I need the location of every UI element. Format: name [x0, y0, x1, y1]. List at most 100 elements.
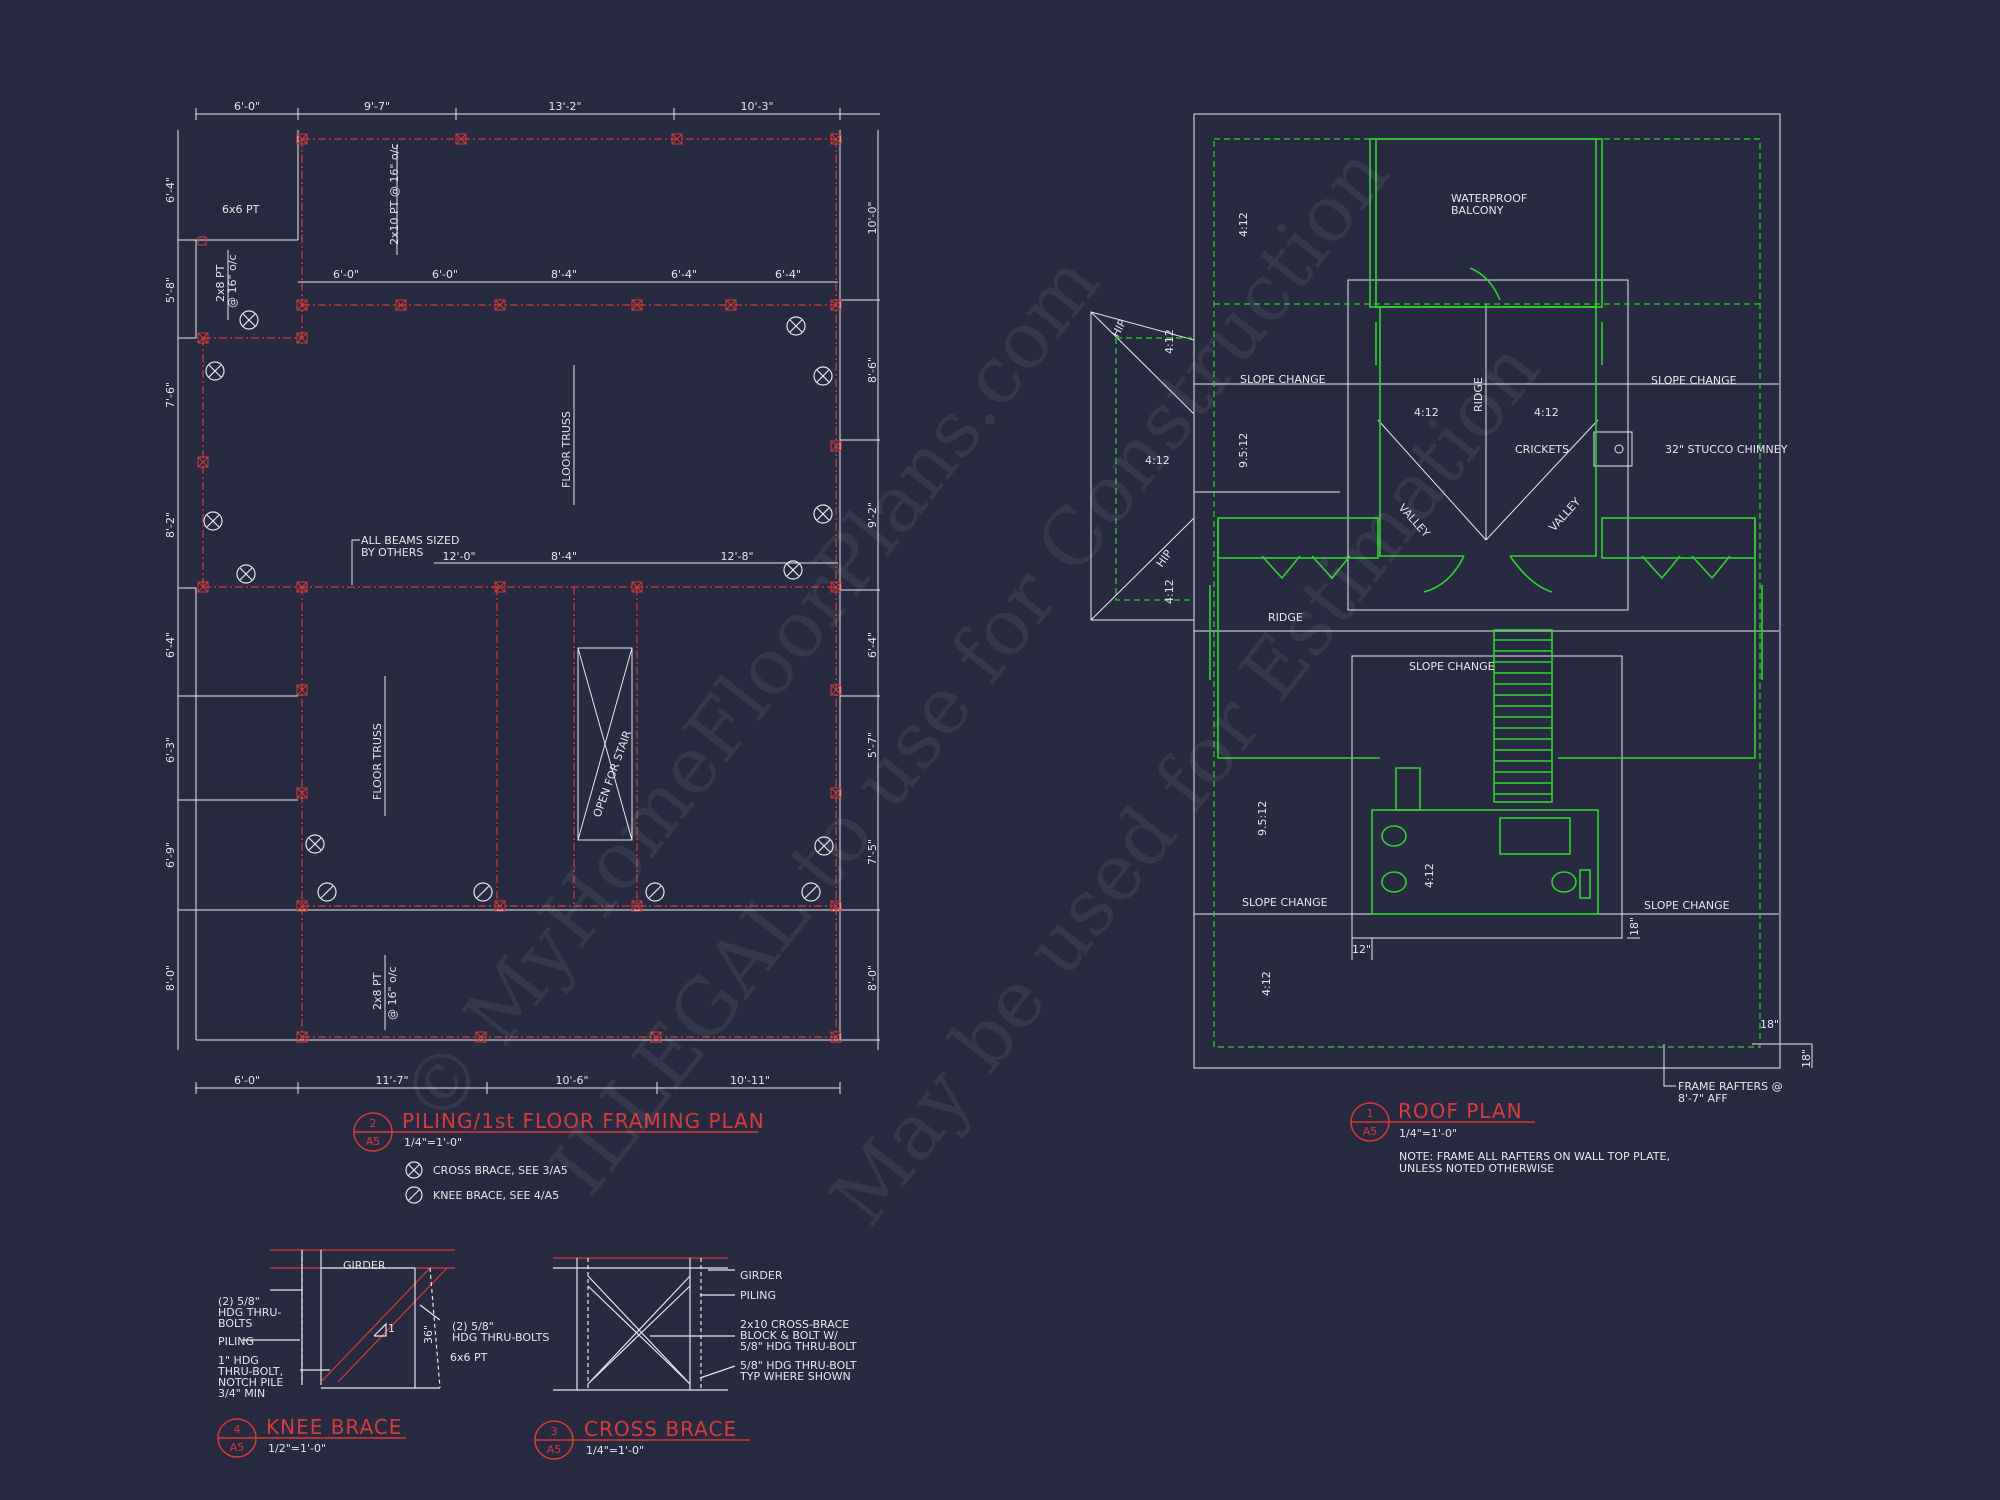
label-beams-1: ALL BEAMS SIZED	[361, 534, 459, 547]
dim-right-3: 9'-2"	[866, 502, 879, 528]
frame-note-2: 8'-7" AFF	[1678, 1092, 1728, 1105]
dim-right-6: 7'-5"	[866, 839, 879, 865]
dim-inner-top-5: 6'-4"	[775, 268, 801, 281]
slope-steep-1: 9.5:12	[1237, 433, 1250, 468]
cross-title-sheet: A5	[547, 1443, 562, 1456]
slope-change-5: SLOPE CHANGE	[1644, 899, 1730, 912]
pile-marker	[296, 900, 308, 912]
knee-title-number: 4	[234, 1423, 241, 1436]
roof-eave-line	[1115, 138, 1761, 1048]
dim-18-label-1: 18"	[1628, 917, 1641, 936]
roof-plan-scale: 1/4"=1'-0"	[1399, 1127, 1457, 1140]
dim-right-7: 8'-0"	[866, 965, 879, 991]
cross-brace-scale: 1/4"=1'-0"	[586, 1444, 644, 1457]
dim-left-3: 7'-6"	[164, 382, 177, 408]
knee-bolts-l2: HDG THRU-	[218, 1306, 281, 1319]
pile-marker	[650, 1031, 662, 1043]
pile-marker	[494, 581, 506, 593]
cross-brace-icon	[203, 511, 223, 531]
slope-f: 4:12	[1534, 406, 1559, 419]
pile-marker	[296, 684, 308, 696]
piles	[197, 133, 842, 1043]
knee-bolts-l1: (2) 5/8"	[218, 1295, 260, 1308]
pile-marker	[494, 900, 506, 912]
dim-inner-mid-2: 8'-4"	[551, 550, 577, 563]
slope-change-1: SLOPE CHANGE	[1240, 373, 1326, 386]
dim-inner-mid-1: 12'-0"	[442, 550, 475, 563]
pile-marker	[296, 133, 308, 145]
cross-brace-icon	[783, 560, 803, 580]
pile-marker	[631, 900, 643, 912]
cross-brace-1: 2x10 CROSS-BRACE	[740, 1318, 849, 1331]
pile-marker	[395, 299, 407, 311]
pile-marker	[197, 456, 209, 468]
legend-knee-brace: KNEE BRACE, SEE 4/A5	[433, 1189, 559, 1202]
cross-girder: GIRDER	[740, 1269, 783, 1282]
pile-marker	[494, 299, 506, 311]
slope-b: 4:12	[1163, 329, 1176, 354]
knee-brace-text: GIRDER (2) 5/8" HDG THRU- BOLTS PILING 1…	[217, 1259, 549, 1400]
pile-marker	[197, 581, 209, 593]
pile-marker	[296, 1031, 308, 1043]
pile-marker	[725, 299, 737, 311]
cross-brace-icon	[305, 834, 325, 854]
dim-right-2: 8'-6"	[866, 357, 879, 383]
pile-marker	[830, 787, 842, 799]
cross-brace-text: GIRDER PILING 2x10 CROSS-BRACE BLOCK & B…	[739, 1269, 857, 1383]
balcony-label-1: WATERPROOF	[1451, 192, 1527, 205]
pile-marker	[296, 581, 308, 593]
dim-left-1: 6'-4"	[164, 177, 177, 203]
cross-piling: PILING	[740, 1289, 776, 1302]
dim-left-5: 6'-4"	[164, 632, 177, 658]
cross-brace-3: 5/8" HDG THRU-BOLT	[740, 1340, 857, 1353]
pile-marker	[455, 133, 467, 145]
slope-d: 4:12	[1163, 579, 1176, 604]
roof-note-2: UNLESS NOTED OTHERWISE	[1399, 1162, 1554, 1175]
cross-brace-icon	[814, 836, 834, 856]
label-joist-left-2: @ 16" o/c	[226, 254, 239, 308]
framing-text: 6'-0" 9'-7" 13'-2" 10'-3" 6'-0" 11'-7" 1…	[164, 100, 879, 1087]
slope-a: 4:12	[1237, 212, 1250, 237]
slope-steep-2: 9.5:12	[1256, 801, 1269, 836]
label-beams-2: BY OTHERS	[361, 546, 423, 559]
dim-bottom-1: 6'-0"	[234, 1074, 260, 1087]
knee-bolts-l3: BOLTS	[218, 1317, 252, 1330]
cross-brace-icon	[786, 316, 806, 336]
roof-title-number: 1	[1367, 1107, 1374, 1120]
crickets-label: CRICKETS	[1515, 443, 1569, 456]
cross-brace-2: BLOCK & BOLT W/	[740, 1329, 838, 1342]
dim-left-6: 6'-3"	[164, 737, 177, 763]
ridge-label-2: RIDGE	[1268, 611, 1303, 624]
valley-label-2: VALLEY	[1547, 495, 1584, 534]
brace-symbols	[203, 310, 834, 902]
knee-title-block: 4 A5 KNEE BRACE 1/2"=1'-0"	[217, 1415, 406, 1458]
label-joist-top: 2x10 PT @ 16" o/c	[388, 144, 401, 245]
knee-brace-title: KNEE BRACE	[266, 1415, 402, 1439]
cross-title-number: 3	[551, 1425, 558, 1438]
pile-marker	[475, 1031, 487, 1043]
dim-top-4: 10'-3"	[740, 100, 773, 113]
dim-18-label-3: 18"	[1800, 1049, 1813, 1068]
slope-c: 4:12	[1145, 454, 1170, 467]
dim-left-7: 6'-9"	[164, 842, 177, 868]
knee-bolt-3: NOTCH PILE	[218, 1376, 283, 1389]
cross-bolt-2: TYP WHERE SHOWN	[739, 1370, 851, 1383]
cross-brace-legend-icon	[405, 1161, 423, 1179]
dim-right-5: 5'-7"	[866, 732, 879, 758]
knee-bolt-1: 1" HDG	[218, 1354, 259, 1367]
cross-brace-icon	[239, 310, 259, 330]
cross-brace-icon	[236, 564, 256, 584]
frame-note-1: FRAME RAFTERS @	[1678, 1080, 1783, 1093]
dim-bottom-2: 11'-7"	[375, 1074, 408, 1087]
knee-brace-icon	[801, 882, 821, 902]
pile-marker	[671, 133, 683, 145]
knee-bolts-r2: HDG THRU-BOLTS	[452, 1331, 549, 1344]
dim-left-4: 8'-2"	[164, 512, 177, 538]
pile-marker	[830, 1031, 842, 1043]
pile-marker	[296, 787, 308, 799]
legend-cross-brace: CROSS BRACE, SEE 3/A5	[433, 1164, 568, 1177]
pile-marker	[830, 440, 842, 452]
cross-brace-icon	[813, 504, 833, 524]
roof-title-sheet: A5	[1363, 1125, 1378, 1138]
framing-plan	[177, 108, 880, 1094]
